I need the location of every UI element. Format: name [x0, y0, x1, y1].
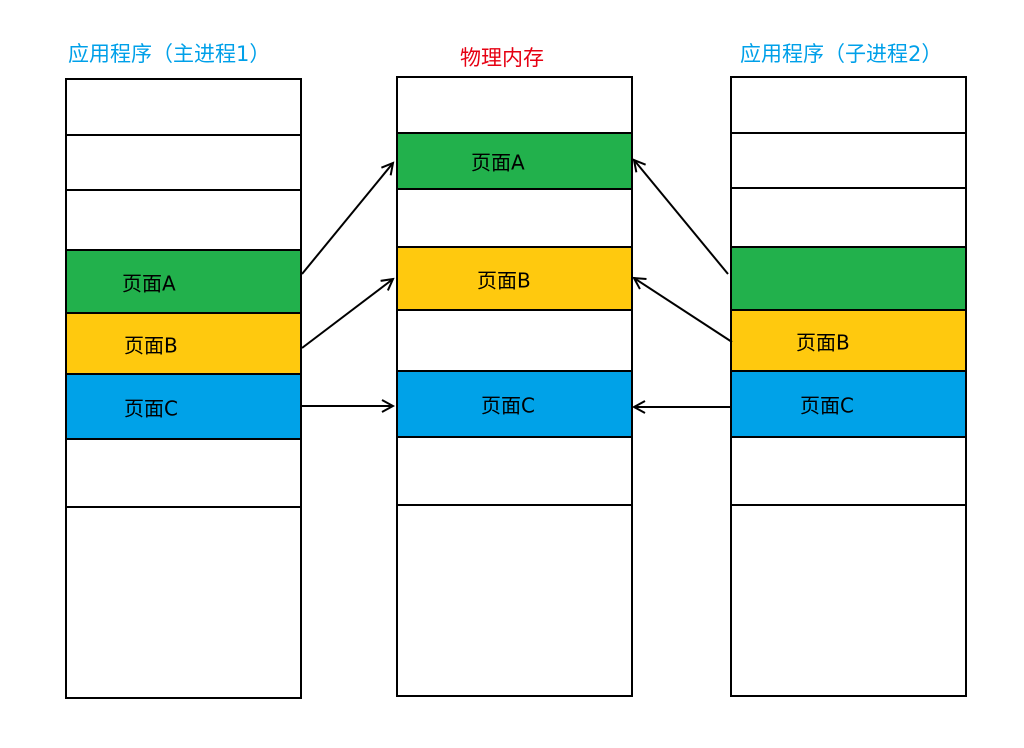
left-process-memory-column: 页面A 页面B 页面C — [65, 78, 302, 699]
right-page-a-cell — [732, 248, 965, 311]
arrow-left-page-a-to-physical — [301, 163, 393, 275]
left-page-c-label: 页面C — [124, 396, 178, 420]
left-page-b-cell: 页面B — [67, 314, 300, 375]
right-process-memory-column: 页面B 页面C — [730, 76, 967, 697]
right-empty-cell — [732, 134, 965, 189]
physical-page-b-label: 页面B — [477, 268, 531, 292]
physical-page-a-label: 页面A — [471, 150, 525, 175]
arrow-right-page-a-to-physical — [634, 160, 729, 275]
left-page-b-label: 页面B — [124, 333, 178, 357]
left-page-c-cell: 页面C — [67, 375, 300, 440]
left-page-a-cell: 页面A — [67, 251, 300, 314]
left-empty-cell — [67, 136, 300, 191]
physical-page-a-cell: 页面A — [398, 134, 631, 190]
left-empty-cell — [67, 80, 300, 136]
right-page-c-cell: 页面C — [732, 372, 965, 438]
physical-page-c-label: 页面C — [481, 393, 535, 418]
middle-column-title: 物理内存 — [460, 46, 544, 70]
arrow-left-page-b-to-physical — [301, 279, 393, 349]
left-empty-cell — [67, 440, 300, 508]
right-page-b-cell: 页面B — [732, 311, 965, 372]
left-page-a-label: 页面A — [122, 271, 176, 295]
right-empty-cell — [732, 78, 965, 134]
right-page-b-label: 页面B — [796, 330, 850, 354]
left-empty-cell — [67, 191, 300, 251]
physical-empty-cell — [398, 311, 631, 372]
physical-empty-cell — [398, 438, 631, 506]
right-page-c-label: 页面C — [800, 393, 854, 418]
physical-empty-cell — [398, 190, 631, 248]
physical-memory-column: 页面A 页面B 页面C — [396, 76, 633, 697]
arrow-right-page-b-to-physical — [634, 278, 733, 343]
physical-page-b-cell: 页面B — [398, 248, 631, 311]
physical-page-c-cell: 页面C — [398, 372, 631, 438]
right-column-title: 应用程序（子进程2） — [740, 42, 943, 66]
physical-empty-cell — [398, 78, 631, 134]
right-empty-cell — [732, 189, 965, 248]
right-empty-cell — [732, 438, 965, 506]
left-column-title: 应用程序（主进程1） — [68, 42, 271, 66]
